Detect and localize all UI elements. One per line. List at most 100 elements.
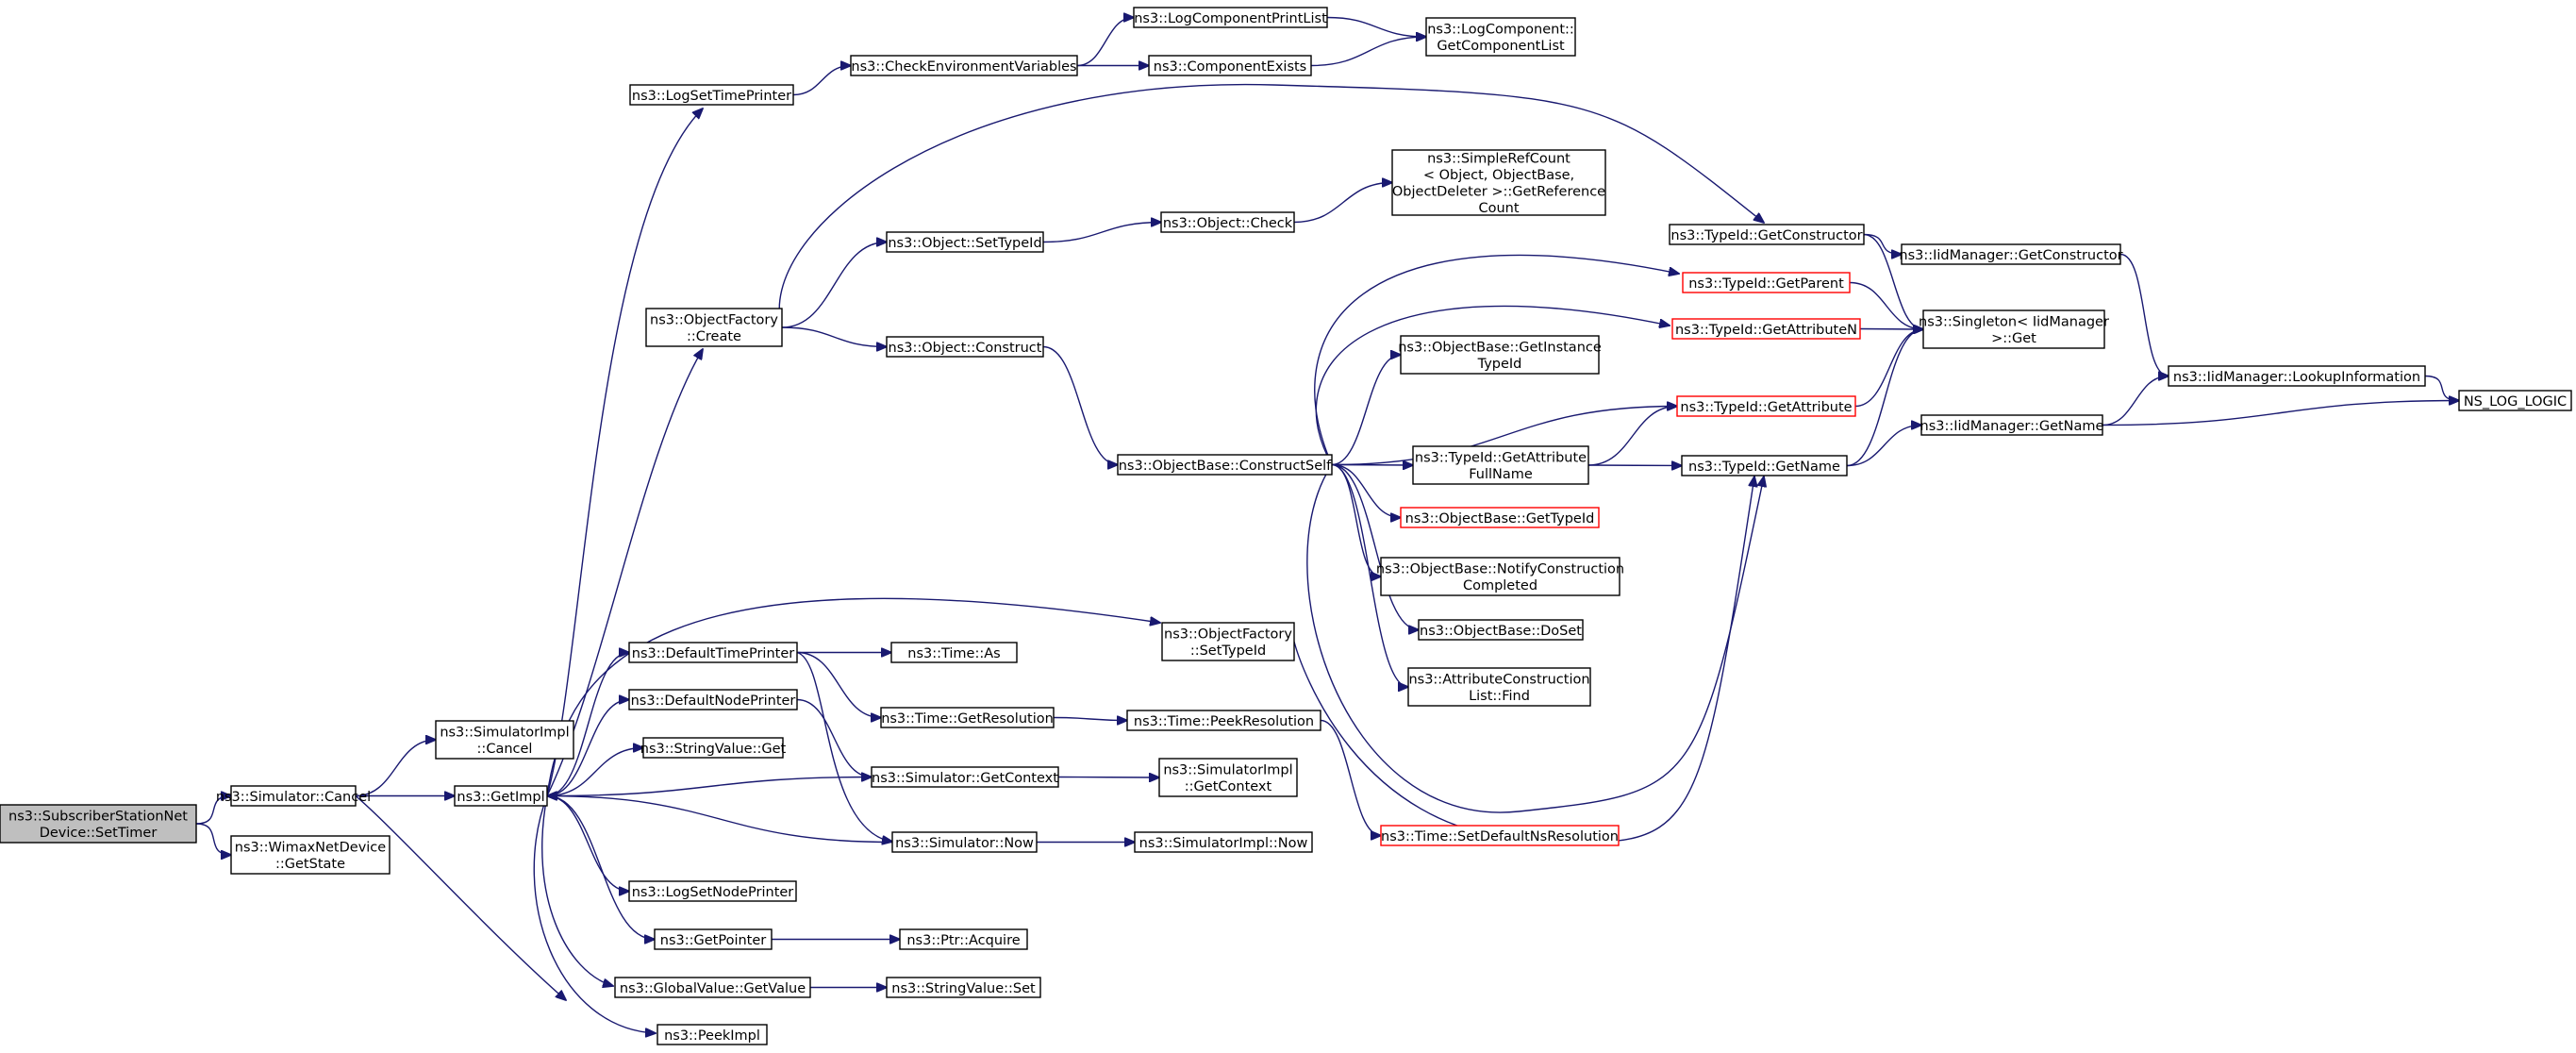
node-label: ns3::SimpleRefCount <box>1427 152 1571 167</box>
node-label: GetComponentList <box>1437 39 1565 54</box>
edge-compexists-to-logcomp_getlist <box>1310 37 1426 67</box>
node-objbase_constructself[interactable]: ns3::ObjectBase::ConstructSelf <box>1117 454 1333 476</box>
node-logsettimeprinter[interactable]: ns3::LogSetTimePrinter <box>629 84 794 106</box>
edge-sim_cancel-to-peekimpl <box>355 794 566 1001</box>
node-iid_getconstructor[interactable]: ns3::IidManager::GetConstructor <box>1899 243 2123 265</box>
node-objbase_doset[interactable]: ns3::ObjectBase::DoSet <box>1418 619 1584 641</box>
edge-objfactory_create-to-obj_settypeid <box>781 242 887 328</box>
node-objfactory_create[interactable]: ns3::ObjectFactory::Create <box>645 308 783 347</box>
edge-typeid_getname-to-iid_getname <box>1846 426 1921 467</box>
node-label: ns3::ObjectBase::DoSet <box>1420 624 1582 639</box>
edge-objbase_constructself-to-attrconstr_find <box>1331 463 1408 688</box>
node-box-getimpl <box>454 785 548 807</box>
node-box-stringvalue_get <box>642 737 784 759</box>
node-sim_cancel[interactable]: ns3::Simulator::Cancel <box>216 785 371 807</box>
node-getpointer[interactable]: ns3::GetPointer <box>654 928 773 950</box>
node-ptr_acquire[interactable]: ns3::Ptr::Acquire <box>899 928 1028 950</box>
node-box-typeid_getattribute <box>1676 395 1856 417</box>
node-simimpl_now[interactable]: ns3::SimulatorImpl::Now <box>1134 831 1313 853</box>
node-ns_log_logic[interactable]: NS_LOG_LOGIC <box>2458 390 2572 411</box>
node-globalvalue_getvalue[interactable]: ns3::GlobalValue::GetValue <box>614 977 811 998</box>
node-box-objfactory_create <box>645 308 783 347</box>
node-label: >::Get <box>1991 331 2036 346</box>
node-sim_now[interactable]: ns3::Simulator::Now <box>891 831 1038 853</box>
node-label: ::Cancel <box>477 742 533 757</box>
node-defaultnodeprinter[interactable]: ns3::DefaultNodePrinter <box>628 689 798 710</box>
node-time_getresolution[interactable]: ns3::Time::GetResolution <box>880 707 1055 728</box>
node-simimpl_getcontext[interactable]: ns3::SimulatorImpl::GetContext <box>1158 758 1298 797</box>
node-typeid_getattributen[interactable]: ns3::TypeId::GetAttributeN <box>1671 318 1861 340</box>
node-box-obj_settypeid <box>886 231 1044 253</box>
node-typeid_getconstructor[interactable]: ns3::TypeId::GetConstructor <box>1669 224 1865 245</box>
node-time_peekresolution[interactable]: ns3::Time::PeekResolution <box>1126 710 1321 731</box>
node-time_setdefaultns[interactable]: ns3::Time::SetDefaultNsResolution <box>1380 825 1620 846</box>
node-box-root <box>0 804 197 844</box>
node-root[interactable]: ns3::SubscriberStationNetDevice::SetTime… <box>0 804 197 844</box>
node-iid_lookupinfo[interactable]: ns3::IidManager::LookupInformation <box>2168 365 2426 387</box>
node-typeid_getname[interactable]: ns3::TypeId::GetName <box>1681 455 1848 476</box>
node-box-singleton_get <box>1922 309 2105 349</box>
node-label: ns3::ObjectFactory <box>650 313 778 328</box>
node-stringvalue_get[interactable]: ns3::StringValue::Get <box>640 737 787 759</box>
node-label: ns3::LogSetNodePrinter <box>632 885 794 900</box>
edge-objbase_constructself-to-objbase_notify <box>1331 463 1381 577</box>
node-time_as[interactable]: ns3::Time::As <box>890 642 1018 663</box>
node-label: Count <box>1478 201 1519 216</box>
node-box-typeid_getname <box>1681 455 1848 476</box>
node-obj_check[interactable]: ns3::Object::Check <box>1160 211 1295 233</box>
node-objfactory_settypeid[interactable]: ns3::ObjectFactory::SetTypeId <box>1161 622 1295 661</box>
node-box-objbase_constructself <box>1117 454 1333 476</box>
node-label: ns3::Simulator::Now <box>895 836 1034 851</box>
edge-objbase_constructself-to-objbase_getinstancetypeid <box>1331 355 1401 466</box>
node-label: ns3::SimulatorImpl <box>1163 763 1292 778</box>
node-box-time_as <box>890 642 1018 663</box>
node-simimpl_cancel[interactable]: ns3::SimulatorImpl::Cancel <box>435 720 574 760</box>
node-box-stringvalue_set <box>886 977 1041 998</box>
node-singleton_get[interactable]: ns3::Singleton< IidManager>::Get <box>1919 309 2109 349</box>
node-label: ns3::TypeId::GetAttributeN <box>1675 323 1857 338</box>
node-label: ns3::ObjectBase::GetInstance <box>1398 341 1602 356</box>
node-wimax_getstate[interactable]: ns3::WimaxNetDevice::GetState <box>230 835 391 875</box>
node-label: FullName <box>1469 467 1533 482</box>
node-label: ns3::IidManager::GetName <box>1920 419 2104 434</box>
node-simplerefcount[interactable]: ns3::SimpleRefCount< Object, ObjectBase,… <box>1391 149 1606 216</box>
node-iid_getname[interactable]: ns3::IidManager::GetName <box>1920 414 2104 436</box>
node-label: ObjectDeleter >::GetReference <box>1392 185 1605 200</box>
node-box-defaultnodeprinter <box>628 689 798 710</box>
node-box-iid_getname <box>1920 414 2103 436</box>
node-box-simimpl_cancel <box>435 720 574 760</box>
node-compexists[interactable]: ns3::ComponentExists <box>1148 55 1312 76</box>
node-typeid_getparent[interactable]: ns3::TypeId::GetParent <box>1682 272 1851 293</box>
node-logsetnodeprinter[interactable]: ns3::LogSetNodePrinter <box>628 880 797 902</box>
node-box-wimax_getstate <box>230 835 391 875</box>
edge-defaulttimeprinter-to-sim_now <box>796 651 892 843</box>
node-getimpl[interactable]: ns3::GetImpl <box>454 785 548 807</box>
node-typeid_getattribute[interactable]: ns3::TypeId::GetAttribute <box>1676 395 1856 417</box>
node-stringvalue_set[interactable]: ns3::StringValue::Set <box>886 977 1041 998</box>
node-label: ::SetTypeId <box>1190 644 1266 659</box>
node-label: ns3::StringValue::Set <box>891 981 1036 996</box>
edge-typeid_getconstructor-to-iid_getconstructor <box>1863 233 1902 255</box>
edge-getimpl-to-logsetnodeprinter <box>546 794 629 892</box>
edge-objbase_constructself-to-typeid_getattribute <box>1331 407 1677 466</box>
edge-time_peekresolution-to-time_setdefaultns <box>1320 719 1381 836</box>
node-label: ns3::LogSetTimePrinter <box>632 89 791 104</box>
node-peekimpl[interactable]: ns3::PeekImpl <box>656 1024 768 1045</box>
node-box-ns_log_logic <box>2458 390 2572 411</box>
node-checkenv[interactable]: ns3::CheckEnvironmentVariables <box>850 55 1078 76</box>
node-defaulttimeprinter[interactable]: ns3::DefaultTimePrinter <box>628 642 798 663</box>
node-obj_construct[interactable]: ns3::Object::Construct <box>886 336 1044 358</box>
node-objbase_gettypeid[interactable]: ns3::ObjectBase::GetTypeId <box>1400 507 1600 528</box>
node-logcomp_getlist[interactable]: ns3::LogComponent::GetComponentList <box>1425 17 1576 57</box>
node-logcompprintlist[interactable]: ns3::LogComponentPrintList <box>1133 7 1328 28</box>
node-label: ns3::PeekImpl <box>664 1028 760 1044</box>
edge-getimpl-to-stringvalue_get <box>546 748 643 797</box>
node-label: ::GetState <box>275 857 345 872</box>
node-sim_getcontext[interactable]: ns3::Simulator::GetContext <box>871 766 1059 788</box>
node-objbase_notify[interactable]: ns3::ObjectBase::NotifyConstructionCompl… <box>1376 557 1624 596</box>
node-obj_settypeid[interactable]: ns3::Object::SetTypeId <box>886 231 1044 253</box>
